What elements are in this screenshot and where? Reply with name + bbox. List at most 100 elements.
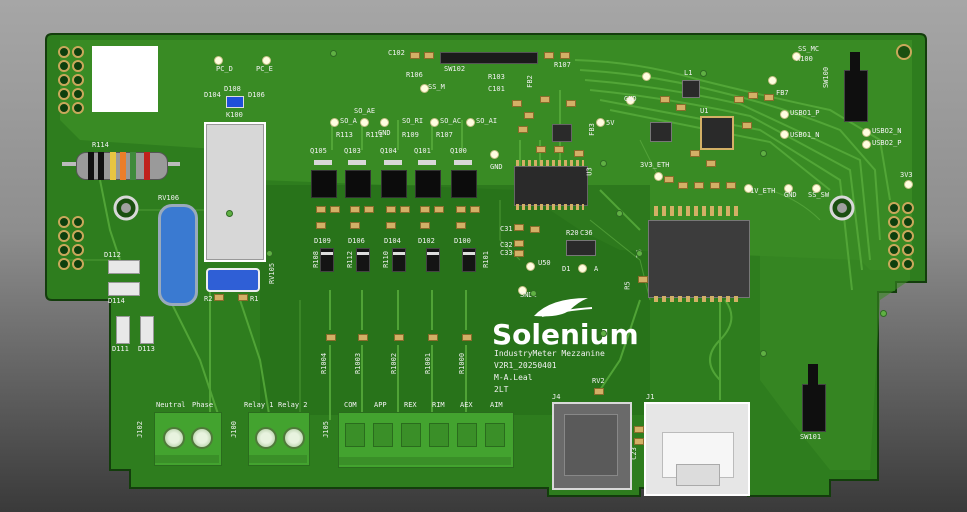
label-j105: J105	[321, 421, 330, 438]
diode-d111	[116, 316, 130, 344]
switch-sw102	[440, 52, 538, 64]
label-k100: K100	[226, 111, 243, 119]
label-gnd-2: GND	[490, 163, 503, 171]
ic-small-2	[566, 240, 596, 256]
label-ss-sw: SS_SW	[808, 191, 830, 199]
label-r2: R2	[204, 295, 213, 303]
terminal-j102	[154, 412, 222, 466]
label-u50: U50	[538, 259, 551, 267]
board-author: M-A.Leal	[494, 373, 533, 382]
label-aim: AIM	[490, 401, 503, 409]
diode-d114	[108, 282, 140, 296]
label-d113: D113	[138, 345, 155, 353]
label-r1004: R1004	[320, 352, 329, 375]
header-right	[886, 200, 916, 274]
connector-j1	[644, 402, 750, 496]
label-sw101: SW101	[800, 433, 822, 441]
label-d102: D102	[418, 237, 435, 245]
label-d104b: D104	[384, 237, 401, 245]
brand-name: Solenium	[492, 318, 639, 351]
label-gnd-3: GND	[624, 95, 637, 103]
varistor-rv106	[158, 204, 198, 306]
label-a: A	[594, 265, 599, 273]
diode-d112	[108, 260, 140, 274]
transistor-row: Q105 Q103 Q104 Q101 Q100	[300, 140, 500, 220]
label-5v: 5V	[606, 119, 615, 127]
label-3v3: 3V3	[900, 171, 913, 179]
label-j4: J4	[552, 393, 561, 401]
label-r106: R106	[406, 71, 423, 79]
label-r114: R114	[92, 141, 109, 149]
label-j100: J100	[229, 421, 238, 438]
label-gnd-1: GND	[378, 129, 391, 137]
transformer-t6	[648, 220, 750, 298]
label-aex: AEX	[460, 401, 473, 409]
label-sw102: SW102	[444, 65, 466, 73]
label-usbo2-n: USBO2_N	[872, 127, 902, 135]
label-d106: D106	[248, 91, 265, 99]
diode-row: D109 D106 D104 D102 D100	[300, 232, 500, 282]
label-r108: R108	[311, 251, 320, 268]
switch-sw100	[844, 70, 868, 122]
label-r1000: R1000	[458, 352, 467, 375]
label-d108: D108	[224, 85, 241, 93]
label-rv106: RV106	[158, 194, 180, 202]
relay-k100	[204, 122, 266, 262]
terminal-j100	[248, 412, 310, 466]
switch-sw101	[802, 384, 826, 432]
label-usbo1-n: USBO1_N	[790, 131, 820, 139]
label-pc-d: PC_D	[216, 65, 233, 73]
label-c101: C101	[488, 85, 505, 93]
label-r110: R110	[381, 251, 390, 268]
header-left-top	[56, 44, 86, 114]
label-so-ai: SO_AI	[476, 117, 498, 125]
board-version: V2R1_20250401	[494, 361, 557, 370]
label-q101: Q101	[414, 147, 431, 155]
label-r20: R20	[566, 229, 579, 237]
label-d111: D111	[112, 345, 129, 353]
label-rv2: RV2	[592, 377, 605, 385]
mounting-hole-top-right	[896, 44, 912, 60]
label-so-ri: SO_RI	[402, 117, 424, 125]
label-c36: C36	[580, 229, 593, 237]
inductor-l1	[682, 80, 700, 98]
ic-u3	[514, 166, 588, 206]
label-r1001: R1001	[424, 352, 433, 375]
label-u1: U1	[700, 107, 709, 115]
label-r107b: R107	[554, 61, 571, 69]
label-ss-mc: SS_MC	[798, 45, 820, 53]
label-phase: Phase	[192, 401, 214, 409]
label-c102: C102	[388, 49, 405, 57]
label-d1: D1	[562, 265, 571, 273]
label-relay2: Relay 2	[278, 401, 308, 409]
label-so-a: SO_A	[340, 117, 357, 125]
label-fb3: FB3	[587, 123, 596, 136]
terminal-j105	[338, 412, 514, 468]
label-pc-e: PC_E	[256, 65, 273, 73]
label-r100: R100	[796, 55, 813, 63]
label-r5: R5	[623, 281, 632, 290]
label-sndi: SNDI	[520, 291, 537, 299]
label-d104: D104	[204, 91, 221, 99]
label-r113: R113	[336, 131, 353, 139]
label-gnd-4: GND	[784, 191, 797, 199]
led-d108	[226, 96, 244, 108]
label-1v-eth: 1V_ETH	[750, 187, 776, 195]
label-q100: Q100	[450, 147, 467, 155]
label-d100: D100	[454, 237, 471, 245]
label-com: COM	[344, 401, 357, 409]
white-label-pad	[92, 46, 158, 112]
label-sw100: SW100	[822, 66, 831, 89]
label-c32: C32	[500, 241, 513, 249]
label-j102: J102	[135, 421, 144, 438]
label-d114: D114	[108, 297, 125, 305]
label-c31: C31	[500, 225, 513, 233]
diode-d113	[140, 316, 154, 344]
label-rv105: RV105	[268, 262, 277, 285]
solenium-logo-icon	[534, 298, 593, 317]
label-r112: R112	[345, 251, 354, 268]
resistor-r114	[62, 150, 180, 180]
label-ss-m: SS_M	[428, 83, 445, 91]
label-q104: Q104	[380, 147, 397, 155]
copper-pour-right	[760, 200, 910, 470]
